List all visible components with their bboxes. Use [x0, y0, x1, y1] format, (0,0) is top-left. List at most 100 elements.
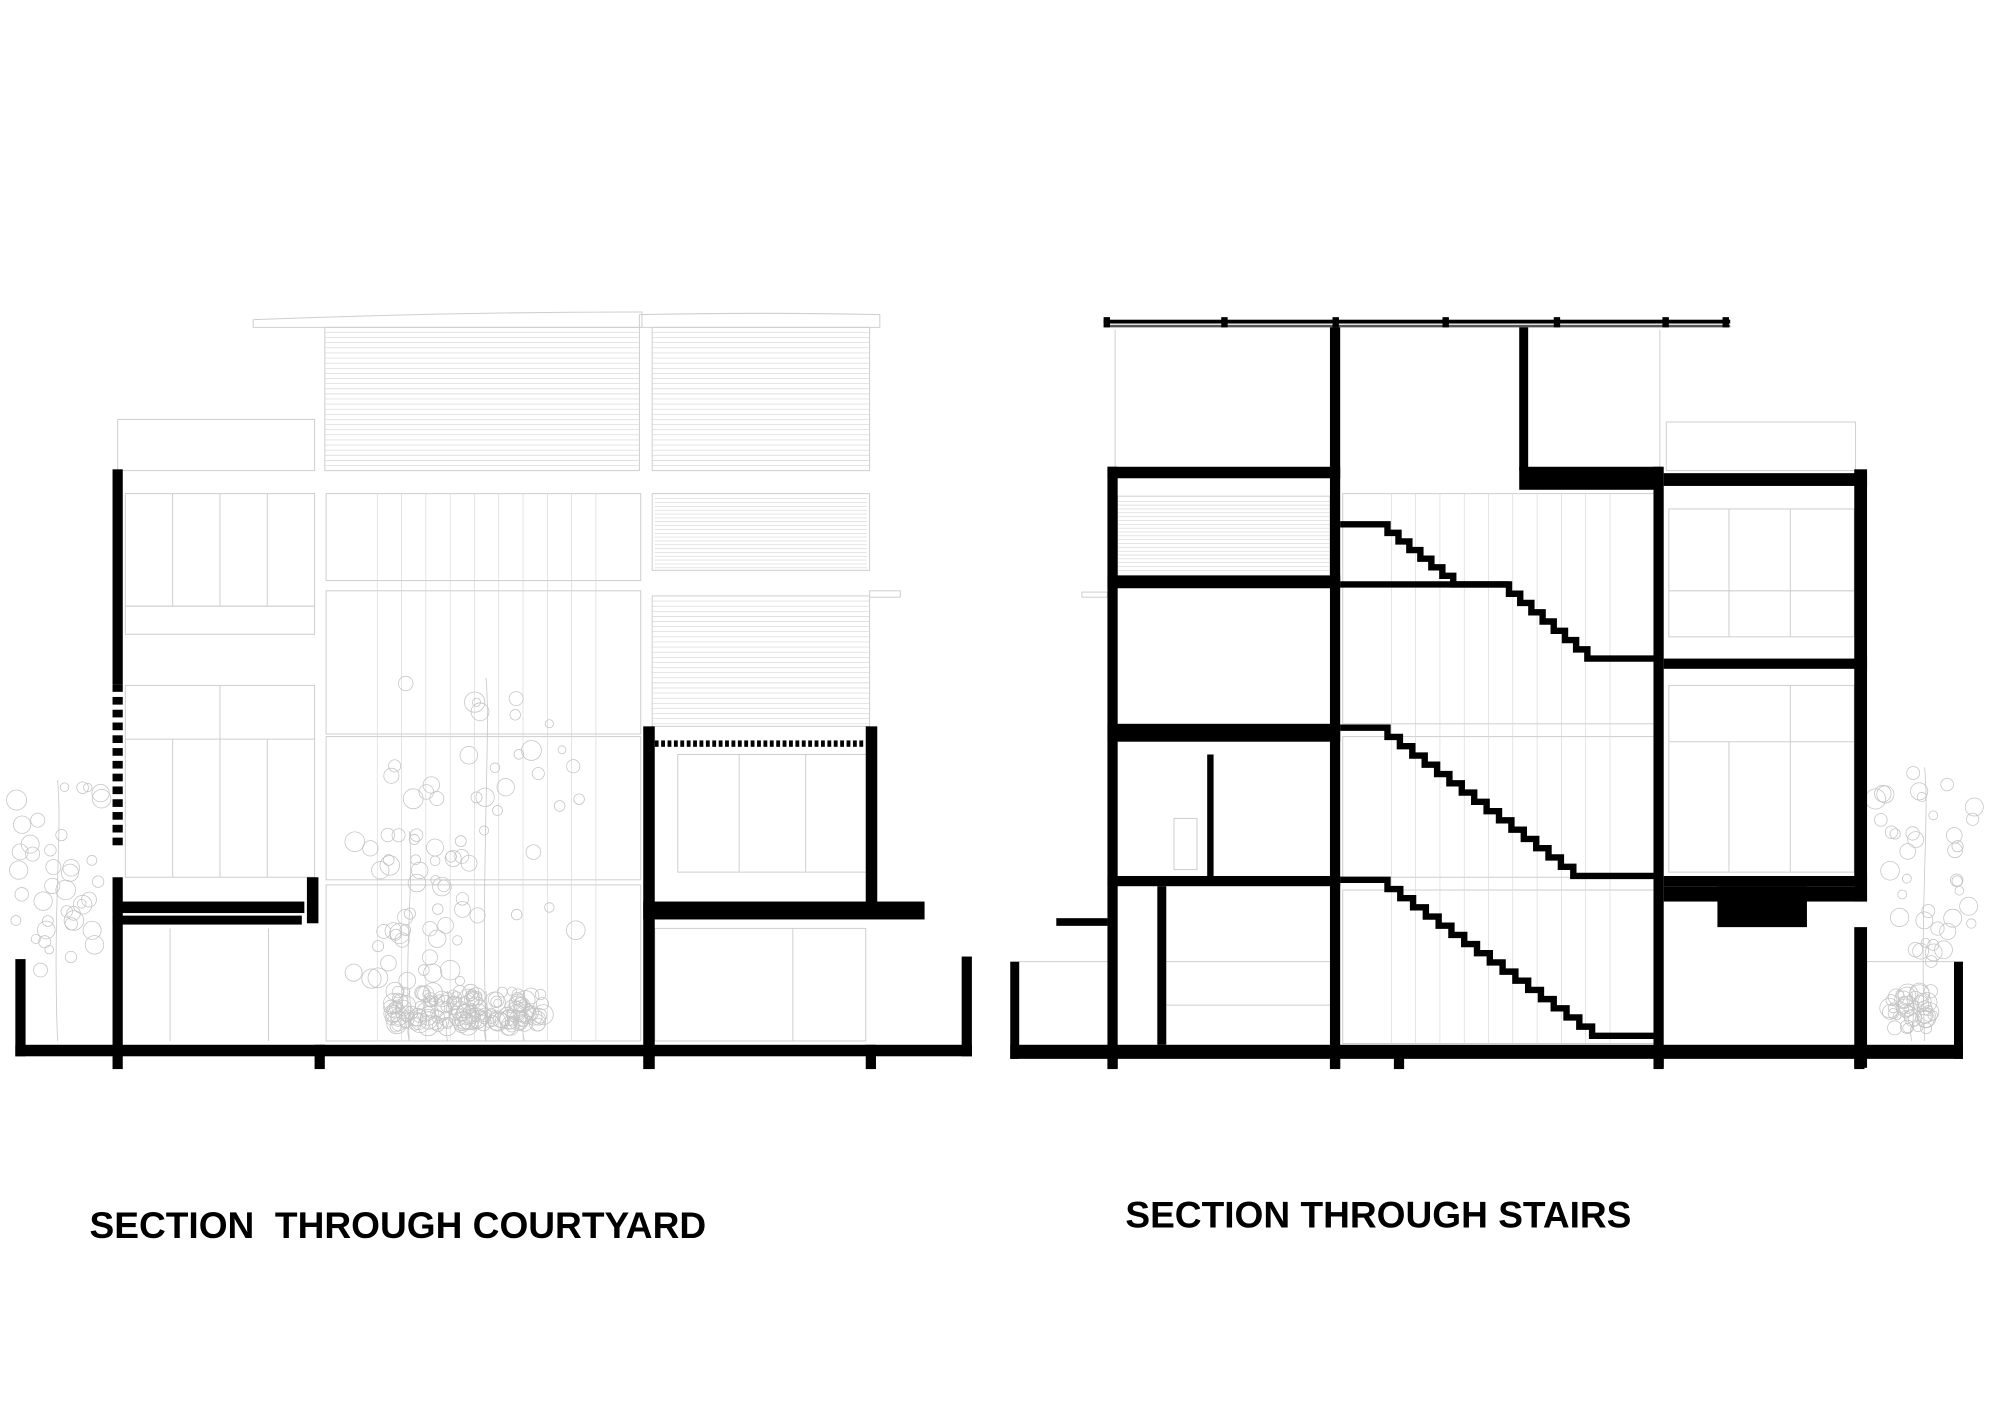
tree-foliage: [511, 988, 525, 1002]
wall-block: [112, 773, 123, 782]
tree-foliage: [1909, 984, 1931, 1006]
section-through-courtyard: SECTION THROUGH COURTYARD: [6, 311, 972, 1246]
tree-foliage: [437, 879, 451, 893]
screen-dot: [827, 740, 832, 747]
screen-dot: [725, 740, 729, 747]
tree-foliage: [384, 922, 403, 940]
tree-foliage: [1914, 992, 1932, 1010]
tree-foliage: [422, 776, 440, 794]
tree-foliage: [534, 988, 547, 1001]
screen-dot: [661, 740, 665, 747]
tree-foliage: [479, 825, 490, 836]
tree-foliage: [1923, 984, 1938, 999]
tree-foliage: [1947, 842, 1963, 859]
tree-foliage: [508, 691, 524, 707]
wall-block: [112, 722, 123, 731]
tree-foliage: [489, 762, 501, 773]
tree-foliage: [1892, 1011, 1902, 1021]
tree-foliage: [496, 778, 515, 797]
tree-foliage: [394, 932, 410, 948]
footing-stub: [1653, 1056, 1664, 1070]
stairs-side-tree: [1865, 766, 1984, 1042]
tree-foliage: [1874, 784, 1892, 803]
tree-foliage: [1910, 782, 1929, 801]
screen-dot: [801, 740, 806, 747]
tree-foliage: [422, 989, 432, 999]
tree-foliage: [1930, 921, 1945, 936]
wall-block: [112, 812, 123, 820]
tree-foliage: [1907, 831, 1925, 848]
tree-foliage: [1899, 1004, 1910, 1015]
tree-foliage: [519, 998, 529, 1009]
tree-foliage: [566, 920, 586, 940]
tree-foliage: [467, 1003, 477, 1013]
courtyard-cut-structure: [15, 469, 972, 1070]
wall-block: [112, 786, 123, 795]
tree-foliage: [410, 854, 421, 866]
stairs-cut-structure: [1010, 317, 1963, 1070]
tree-foliage: [418, 784, 435, 800]
tree-foliage: [81, 891, 97, 908]
tree-foliage: [419, 1011, 438, 1030]
tree-foliage: [1876, 785, 1895, 804]
tree-foliage: [532, 1004, 554, 1025]
tree-foliage: [397, 909, 414, 926]
tree-foliage: [445, 851, 457, 863]
tree-foliage: [553, 800, 566, 812]
roof-beam: [1722, 317, 1729, 328]
tree-foliage: [1897, 889, 1908, 900]
tree-foliage: [399, 924, 412, 936]
screen-dot: [846, 740, 851, 747]
section-through-stairs: SECTION THROUGH STAIRS: [1010, 317, 1984, 1236]
tree-foliage: [391, 985, 404, 999]
stair-flight: [1340, 581, 1657, 662]
screen-dot: [820, 740, 825, 747]
tree-foliage: [430, 875, 441, 886]
footing-stub: [1854, 1056, 1865, 1070]
tree-foliage: [462, 983, 480, 1001]
tree-foliage: [1943, 908, 1963, 928]
stair-flight: [1340, 876, 1657, 1040]
tree-foliage: [433, 990, 450, 1008]
tree-foliage: [20, 834, 40, 854]
tree-foliage: [11, 843, 29, 861]
tree-foliage: [63, 910, 85, 931]
tree-foliage: [371, 861, 390, 880]
tree-foliage: [455, 892, 470, 906]
screen-dot: [686, 740, 691, 747]
tree-foliage: [383, 999, 398, 1015]
tree-foliage: [44, 844, 57, 857]
wall-block: [112, 799, 123, 807]
wall-block: [112, 824, 123, 833]
tree-foliage: [408, 1017, 422, 1031]
tree-foliage: [44, 877, 61, 894]
stairs-section-title: SECTION THROUGH STAIRS: [1125, 1194, 1631, 1236]
screen-dot: [705, 740, 710, 747]
tree-foliage: [428, 1015, 443, 1031]
stair-flight: [1340, 724, 1657, 880]
tree-foliage: [402, 788, 424, 810]
tree-foliage: [367, 967, 389, 989]
tree-foliage: [382, 854, 395, 866]
tree-foliage: [484, 1009, 499, 1024]
tree-foliage: [441, 991, 454, 1005]
tree-foliage: [41, 915, 54, 927]
tree-foliage: [1884, 825, 1899, 839]
tree-foliage: [506, 1001, 526, 1021]
tree-foliage: [1934, 940, 1953, 960]
screen-dot: [795, 740, 800, 747]
tree-foliage: [403, 907, 416, 920]
tree-foliage: [25, 846, 41, 862]
tree-foliage: [438, 1010, 456, 1028]
tree-foliage: [408, 1011, 424, 1027]
tree-foliage: [557, 745, 567, 755]
wall-block: [112, 735, 123, 743]
tree-foliage: [388, 759, 402, 773]
tree-foliage: [391, 828, 406, 843]
wall-block: [112, 696, 123, 705]
tree-foliage: [1966, 918, 1977, 929]
tree-foliage: [467, 987, 486, 1006]
screen-dot: [769, 740, 774, 747]
screen-dot: [673, 740, 678, 747]
tree-foliage: [30, 934, 41, 944]
